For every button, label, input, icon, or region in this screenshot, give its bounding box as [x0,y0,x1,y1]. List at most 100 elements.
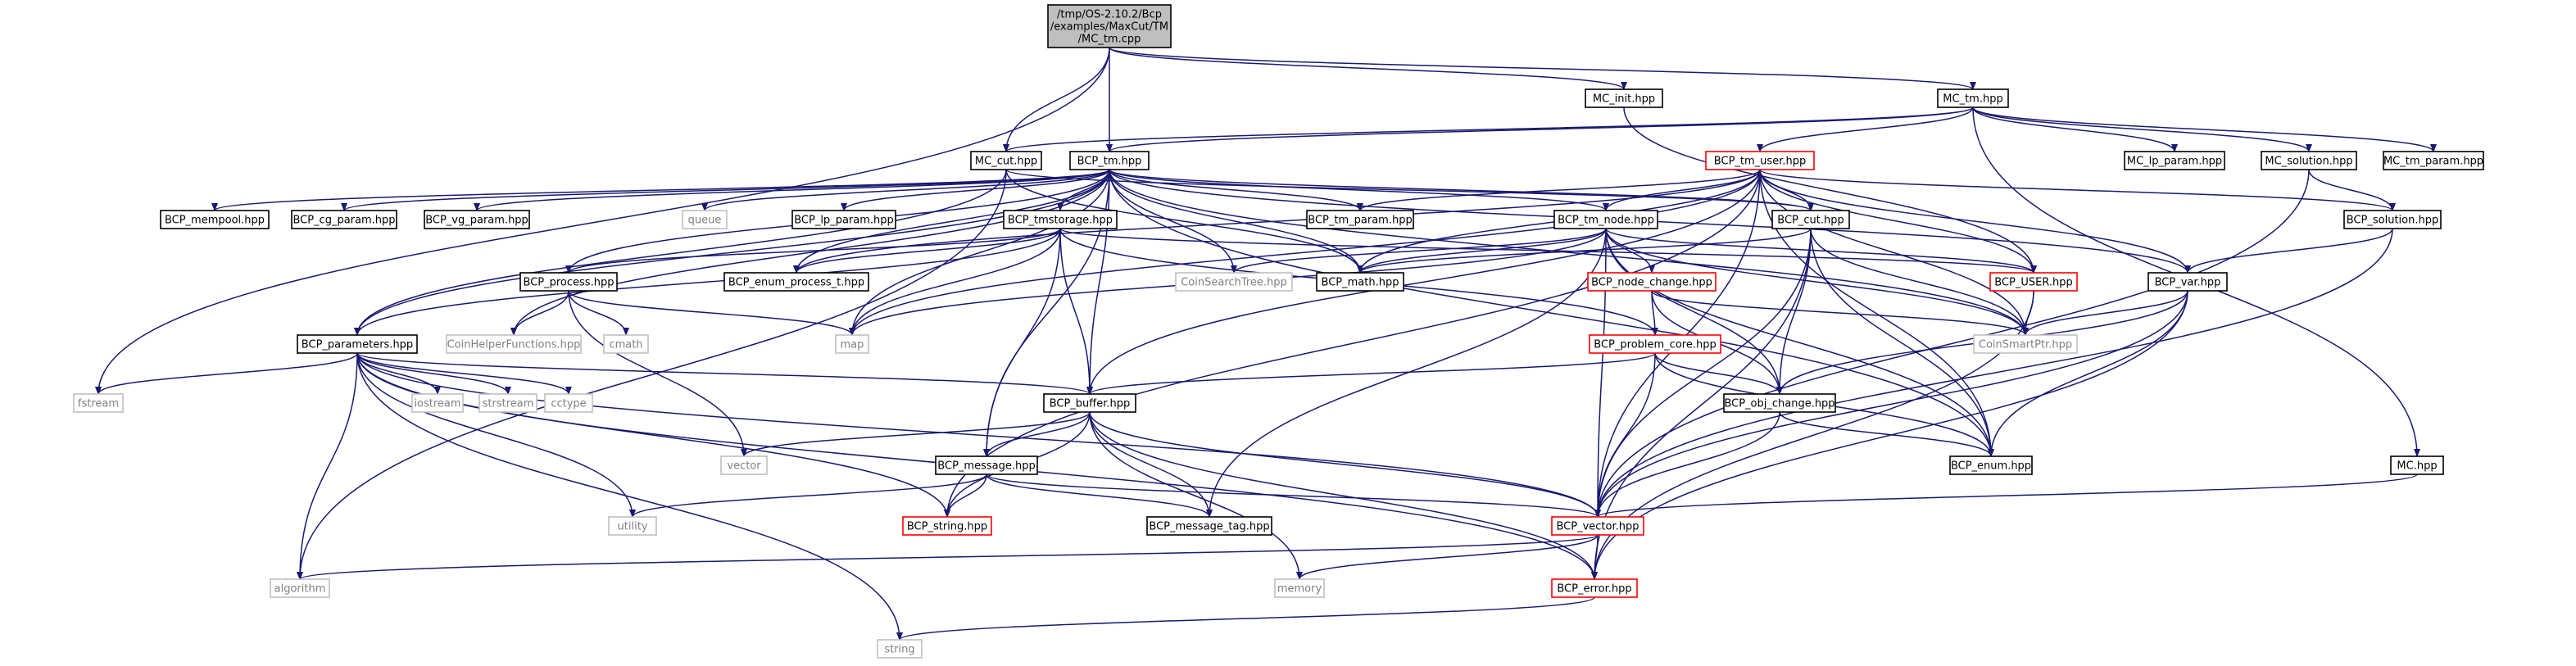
node-box [723,272,869,292]
node-mc-cut[interactable]: MC_cut.hpp [970,151,1042,170]
edge-mc_tm-to-mc_tm_param [1972,106,2437,152]
node-box [1274,578,1325,598]
node-label: BCP_error.hpp [1557,583,1631,596]
edge-bcp_tmstorage-to-bcp_message [983,228,1061,457]
node-label: vector [727,460,761,473]
edge-bcp_tmstorage-to-bcp_enum_process_t [793,228,1061,274]
edge-mc_hpp-to-bcp_vector [1594,473,2418,518]
node-mc-tm[interactable]: MC_tm.hpp [1937,88,2009,108]
node-box [270,578,330,598]
node-label: /tmp/OS-2.10.2/Bcp [1057,9,1162,21]
edge-bcp_node_change-to-coinsmartptr [1651,290,2029,336]
node-bcp-string[interactable]: BCP_string.hpp [902,516,992,536]
edge-bcp_tm_node-to-bcp_node_change [1605,228,1655,274]
edge-bcp_cut-to-bcp_math [1357,228,1812,274]
node-bcp-vector[interactable]: BCP_vector.hpp [1551,516,1644,536]
node-bcp-var[interactable]: BCP_var.hpp [2147,272,2228,292]
node-box [877,639,923,659]
node-box [519,272,618,292]
edge-bcp_message-to-bcp_vector [986,473,1601,518]
node-root[interactable]: /tmp/OS-2.10.2/Bcp/examples/MaxCut/TM/MC… [1047,4,1172,48]
node-mc-lp-param[interactable]: MC_lp_param.hpp [2124,151,2225,170]
node-bcp-message[interactable]: BCP_message.hpp [935,455,1038,475]
node-memory: memory [1274,578,1325,598]
node-box [1146,516,1272,536]
node-label: algorithm [274,583,326,596]
node-bcp-node-change[interactable]: BCP_node_change.hpp [1587,272,1717,292]
node-mc-solution[interactable]: MC_solution.hpp [2261,151,2357,170]
edge-layer [95,47,2437,641]
node-box [1989,272,2078,292]
node-bcp-buffer[interactable]: BCP_buffer.hpp [1043,393,1136,413]
node-bcp-cut[interactable]: BCP_cut.hpp [1771,210,1850,229]
edge-bcp_parameters-to-fstream [95,352,358,395]
node-bcp-problem-core[interactable]: BCP_problem_core.hpp [1589,334,1721,354]
edge-bcp_parameters-to-cctype [356,352,572,395]
node-bcp-parameters[interactable]: BCP_parameters.hpp [297,334,418,354]
edge-bcp_problem_core-to-bcp_buffer [1086,352,1656,395]
node-label: MC_lp_param.hpp [2127,156,2222,168]
node-mc-init[interactable]: MC_init.hpp [1585,88,1663,108]
node-label: BCP_message_tag.hpp [1149,521,1269,533]
node-label: iostream [414,398,460,410]
node-label: BCP_process.hpp [524,277,615,289]
node-bcp-tm[interactable]: BCP_tm.hpp [1069,151,1150,170]
node-label: string [884,644,914,656]
node-bcp-user[interactable]: BCP_USER.hpp [1989,272,2078,292]
edge-root-to-mc_init [1109,47,1627,90]
node-label: BCP_tm_user.hpp [1714,156,1806,168]
node-box [1973,334,2078,354]
edge-bcp_tmstorage-to-bcp_process [565,228,1061,274]
node-label: BCP_tm.hpp [1077,156,1142,168]
node-label: CoinHelperFunctions.hpp [447,339,581,351]
node-bcp-mempool[interactable]: BCP_mempool.hpp [160,210,270,229]
node-bcp-solution[interactable]: BCP_solution.hpp [2343,210,2442,229]
node-box [902,516,992,536]
node-mc-hpp[interactable]: MC.hpp [2390,455,2444,475]
node-box [2147,272,2228,292]
node-bcp-obj-change[interactable]: BCP_obj_change.hpp [1723,393,1836,413]
node-box [446,334,582,354]
edge-bcp_error-to-string [896,596,1595,641]
node-bcp-lp-param[interactable]: BCP_lp_param.hpp [791,210,896,229]
node-bcp-tm-param[interactable]: BCP_tm_param.hpp [1306,210,1414,229]
node-bcp-math[interactable]: BCP_math.hpp [1316,272,1404,292]
node-bcp-tm-node[interactable]: BCP_tm_node.hpp [1553,210,1658,229]
node-bcp-tm-user[interactable]: BCP_tm_user.hpp [1705,151,1815,170]
edge-bcp_tm-to-bcp_cut [1109,169,1814,211]
node-bcp-message-tag[interactable]: BCP_message_tag.hpp [1146,516,1272,536]
edge-bcp_message-to-utility [629,473,987,518]
node-label: BCP_message.hpp [937,460,1035,473]
edge-bcp_tm-to-bcp_enum [1109,169,1994,457]
node-box [1306,210,1414,229]
node-label: BCP_cg_param.hpp [293,215,395,227]
edge-bcp_tm_user-to-bcp_tm_node [1603,169,1761,211]
node-bcp-vg-param[interactable]: BCP_vg_param.hpp [424,210,530,229]
node-box [1585,88,1663,108]
node-bcp-tmstorage[interactable]: BCP_tmstorage.hpp [1003,210,1118,229]
node-mc-tm-param[interactable]: MC_tm_param.hpp [2383,151,2484,170]
edge-bcp_tm-to-coinsmartptr [1109,169,2029,336]
node-coinsmartptr: CoinSmartPtr.hpp [1973,334,2078,354]
node-box [682,210,728,229]
node-label: utility [618,521,648,533]
edge-bcp_tm_user-to-bcp_user [1759,169,2037,274]
node-bcp-enum-process-t[interactable]: BCP_enum_process_t.hpp [723,272,869,292]
edge-bcp_cut-to-coinsmartptr [1810,228,2029,336]
node-label: BCP_lp_param.hpp [794,215,894,227]
edge-root-to-fstream [95,47,1110,395]
node-box [1551,516,1644,536]
node-bcp-error[interactable]: BCP_error.hpp [1551,578,1638,598]
edge-bcp_process-to-map [568,290,855,336]
node-label: cctype [551,398,586,410]
node-box [478,393,537,413]
node-label: BCP_buffer.hpp [1050,398,1131,410]
node-iostream: iostream [411,393,464,413]
node-bcp-enum[interactable]: BCP_enum.hpp [1949,455,2033,475]
node-bcp-process[interactable]: BCP_process.hpp [519,272,618,292]
node-box [2390,455,2444,475]
node-label: BCP_tm_node.hpp [1558,215,1654,227]
edge-bcp_buffer-to-bcp_vector [1089,411,1601,518]
node-bcp-cg-param[interactable]: BCP_cg_param.hpp [291,210,397,229]
